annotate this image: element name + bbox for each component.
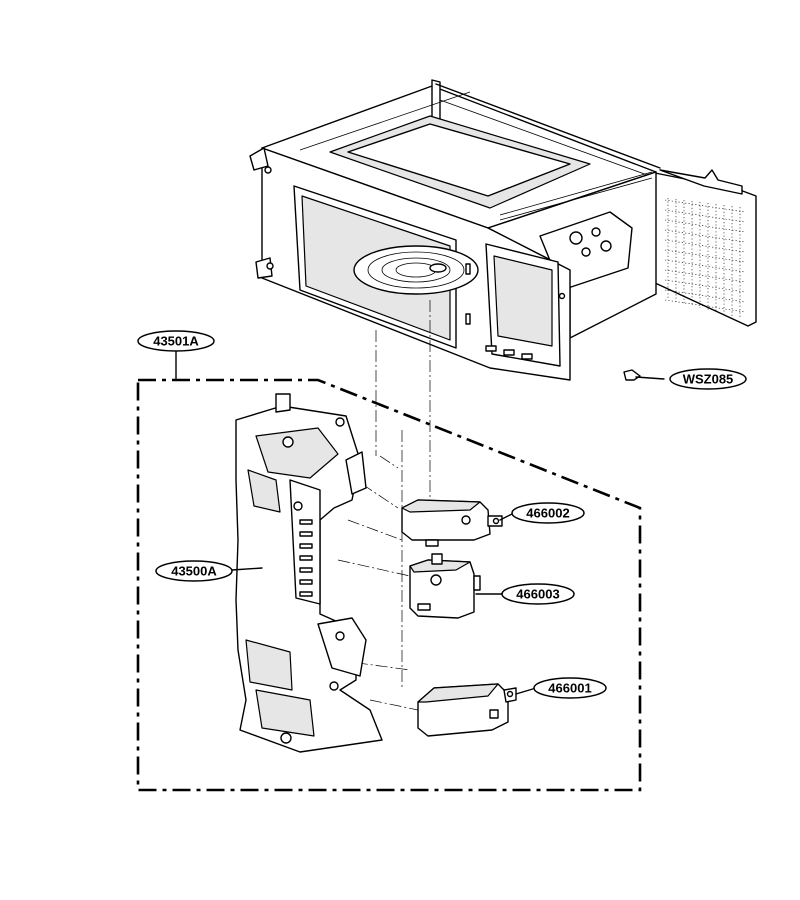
micro-switch-466001: [417, 683, 517, 737]
latch-board-part: [235, 393, 383, 753]
callout-466003: 466003: [475, 583, 575, 605]
assembly-boundary: [136, 378, 642, 792]
callout-WSZ085: WSZ085: [669, 368, 747, 390]
callout-43501A: 43501A: [137, 330, 215, 381]
callout-466003-label: 466003: [516, 587, 559, 602]
turntable: [353, 245, 479, 295]
callout-43500A: 43500A: [155, 560, 263, 582]
callout-43501A-label: 43501A: [153, 334, 199, 349]
callout-466002-label: 466002: [526, 506, 569, 521]
callout-466002: 466002: [499, 502, 585, 524]
callout-466001: 466001: [515, 677, 607, 699]
latch-rack-teeth: [299, 519, 313, 597]
micro-switch-466003: [409, 553, 481, 619]
callout-43500A-label: 43500A: [171, 564, 217, 579]
microwave-cabinet: [249, 79, 757, 381]
rear-vent-grill: [664, 198, 746, 318]
callout-WSZ085-label: WSZ085: [683, 372, 734, 387]
screw-icon: [623, 369, 665, 381]
callout-466001-label: 466001: [548, 681, 591, 696]
micro-switch-466002: [401, 499, 503, 547]
projection-lines: [335, 300, 431, 711]
